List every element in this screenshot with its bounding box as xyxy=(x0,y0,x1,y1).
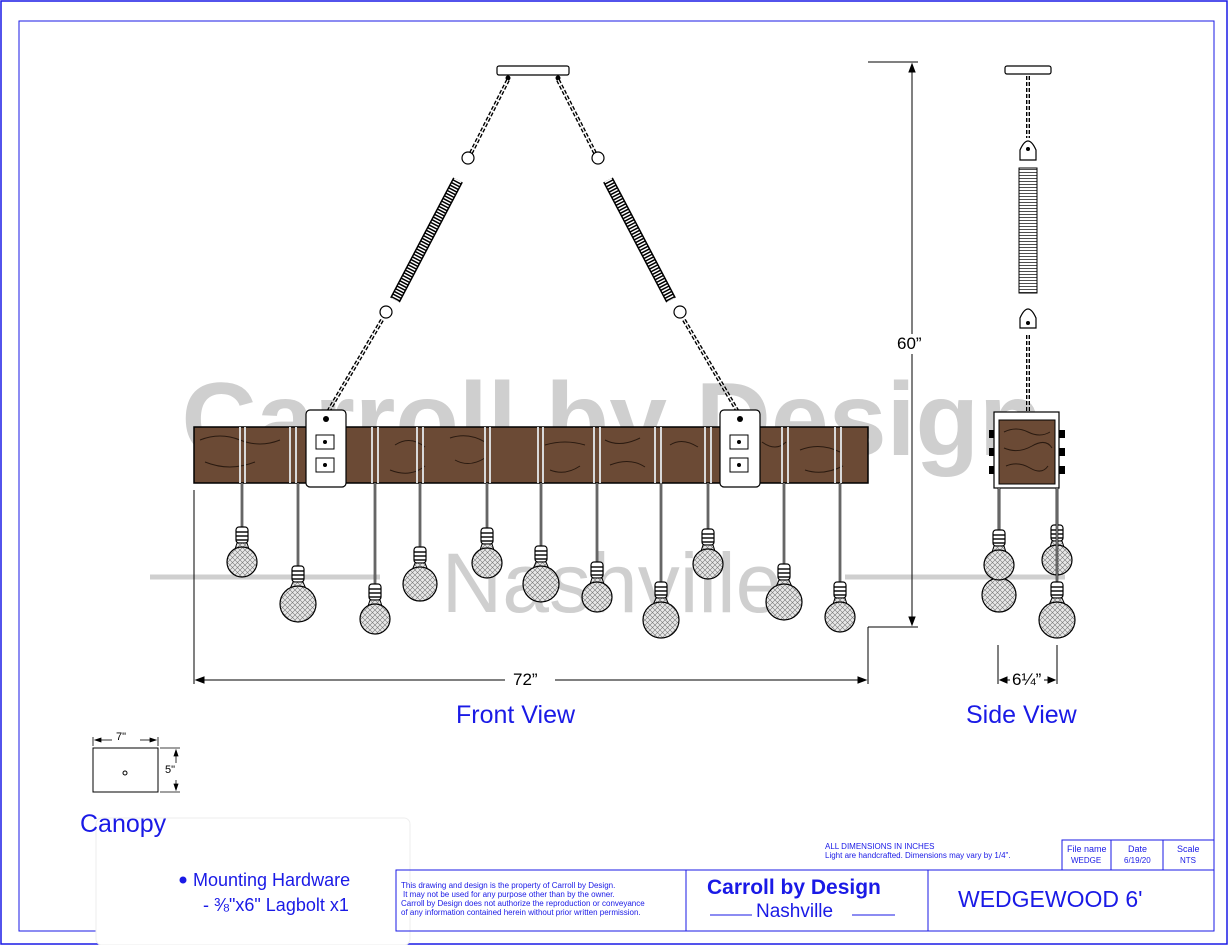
disclaimer-line-1: This drawing and design is the property … xyxy=(401,881,616,890)
side-bulbs xyxy=(981,488,1076,639)
title-block xyxy=(395,839,1215,932)
product-name: WEDGEWOOD 6' xyxy=(958,886,1143,912)
side-depth-dimension xyxy=(997,645,1058,684)
date-value: 6/19/20 xyxy=(1124,856,1151,865)
front-beam-straps xyxy=(239,427,842,483)
height-dimension xyxy=(867,61,918,655)
watermark-line2: Nashville xyxy=(442,536,783,630)
width-dimension xyxy=(193,490,869,684)
front-pendant-8 xyxy=(642,483,680,639)
front-pendant-4 xyxy=(402,483,438,602)
front-pendant-11 xyxy=(824,483,856,633)
height-dim-label: 60” xyxy=(897,334,922,354)
canopy-detail xyxy=(92,747,159,793)
scale-value: NTS xyxy=(1180,856,1196,865)
disclaimer-line-2: It may not be used for any purpose other… xyxy=(403,890,615,899)
front-pendant-6 xyxy=(522,483,560,603)
front-pendant-2 xyxy=(279,483,317,623)
front-bulbs xyxy=(226,483,856,639)
front-view-label: Front View xyxy=(456,701,576,729)
company-city: Nashville xyxy=(756,901,834,922)
front-pendant-7 xyxy=(581,483,613,613)
front-pendant-3 xyxy=(359,483,391,635)
note-handcrafted: Light are handcrafted. Dimensions may va… xyxy=(825,851,1011,860)
front-canopy xyxy=(496,65,570,76)
width-dim-label: 72” xyxy=(513,670,538,689)
scale-label: Scale xyxy=(1177,844,1200,854)
canopy-height-label: 5" xyxy=(165,764,176,776)
side-beam xyxy=(998,419,1056,485)
file-name-label: File name xyxy=(1067,844,1107,854)
hardware-panel xyxy=(95,817,411,945)
canopy-label: Canopy xyxy=(80,810,167,838)
side-canopy xyxy=(1004,65,1052,75)
file-name-value: WEDGE xyxy=(1071,856,1102,865)
side-turnbuckle xyxy=(1018,167,1038,294)
date-label: Date xyxy=(1128,844,1148,854)
front-turnbuckle-left xyxy=(390,177,463,303)
canopy-width-label: 7" xyxy=(116,731,127,743)
side-depth-dim-label: 6¼” xyxy=(1012,670,1042,689)
front-pendant-1 xyxy=(226,483,258,578)
front-pendant-5 xyxy=(471,483,503,579)
company-name: Carroll by Design xyxy=(707,876,881,899)
front-bracket-right xyxy=(719,409,761,488)
front-turnbuckle-right xyxy=(603,177,676,303)
front-pendant-10 xyxy=(765,483,803,621)
hardware-item: - ⅜"x6" Lagbolt x1 xyxy=(203,895,349,915)
disclaimer-line-3: Carroll by Design does not authorize the… xyxy=(401,899,645,908)
disclaimer-line-4: of any information contained herein with… xyxy=(401,908,641,917)
hardware-bullet xyxy=(179,876,187,884)
front-bracket-left xyxy=(305,409,347,488)
side-pendant-3 xyxy=(1038,488,1076,639)
hardware-title: Mounting Hardware xyxy=(193,870,351,890)
front-pendant-9 xyxy=(692,483,724,580)
side-pendant-4 xyxy=(983,488,1015,581)
side-view-label: Side View xyxy=(966,701,1077,729)
note-units: ALL DIMENSIONS IN INCHES xyxy=(825,842,935,851)
